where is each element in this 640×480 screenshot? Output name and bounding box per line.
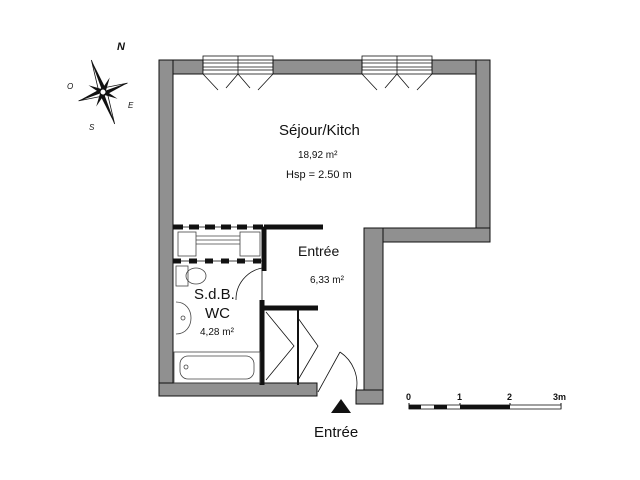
room-sejour-height: Hsp = 2.50 m <box>286 169 352 181</box>
wall-right-lower <box>363 227 384 405</box>
closet-doors <box>265 311 319 381</box>
wall-right-upper <box>475 59 491 243</box>
compass-n-label: N <box>117 41 126 53</box>
room-sdb-name-line1: S.d.B. <box>194 286 235 303</box>
window-right <box>361 55 433 91</box>
entrance-label: Entrée <box>314 424 358 441</box>
room-sdb-name-line2: WC <box>205 305 230 322</box>
compass-rose: N E S O <box>67 41 134 132</box>
kitchen-counter <box>177 231 261 257</box>
walls <box>158 59 491 405</box>
compass-e-label: E <box>128 101 134 110</box>
room-entree-name: Entrée <box>298 243 339 259</box>
room-sdb-area: 4,28 m² <box>200 327 235 338</box>
bathtub-icon <box>173 351 261 384</box>
compass-s-label: S <box>89 123 95 132</box>
scale-bar: 0 1 2 3m <box>406 392 566 410</box>
scale-tick-3: 3m <box>553 392 566 402</box>
bathroom-door <box>235 267 263 301</box>
room-sejour-area: 18,92 m² <box>298 150 338 161</box>
wall-left <box>158 59 174 397</box>
scale-tick-0: 0 <box>406 392 411 402</box>
scale-tick-2: 2 <box>507 392 512 402</box>
scale-tick-1: 1 <box>457 392 462 402</box>
interior-walls <box>172 224 323 385</box>
room-sejour-name: Séjour/Kitch <box>279 122 360 139</box>
wall-bottom-right <box>355 389 384 405</box>
wall-top-middle <box>272 59 363 75</box>
window-left <box>202 55 274 91</box>
compass-o-label: O <box>67 82 73 91</box>
toilet-icon <box>175 265 207 287</box>
room-entree-area: 6,33 m² <box>310 275 345 286</box>
sink-icon <box>175 301 192 335</box>
entrance-door[interactable] <box>317 351 358 393</box>
entrance-arrow-icon <box>331 399 351 413</box>
compass-star-icon <box>78 59 128 125</box>
wall-bottom-left <box>158 382 318 397</box>
